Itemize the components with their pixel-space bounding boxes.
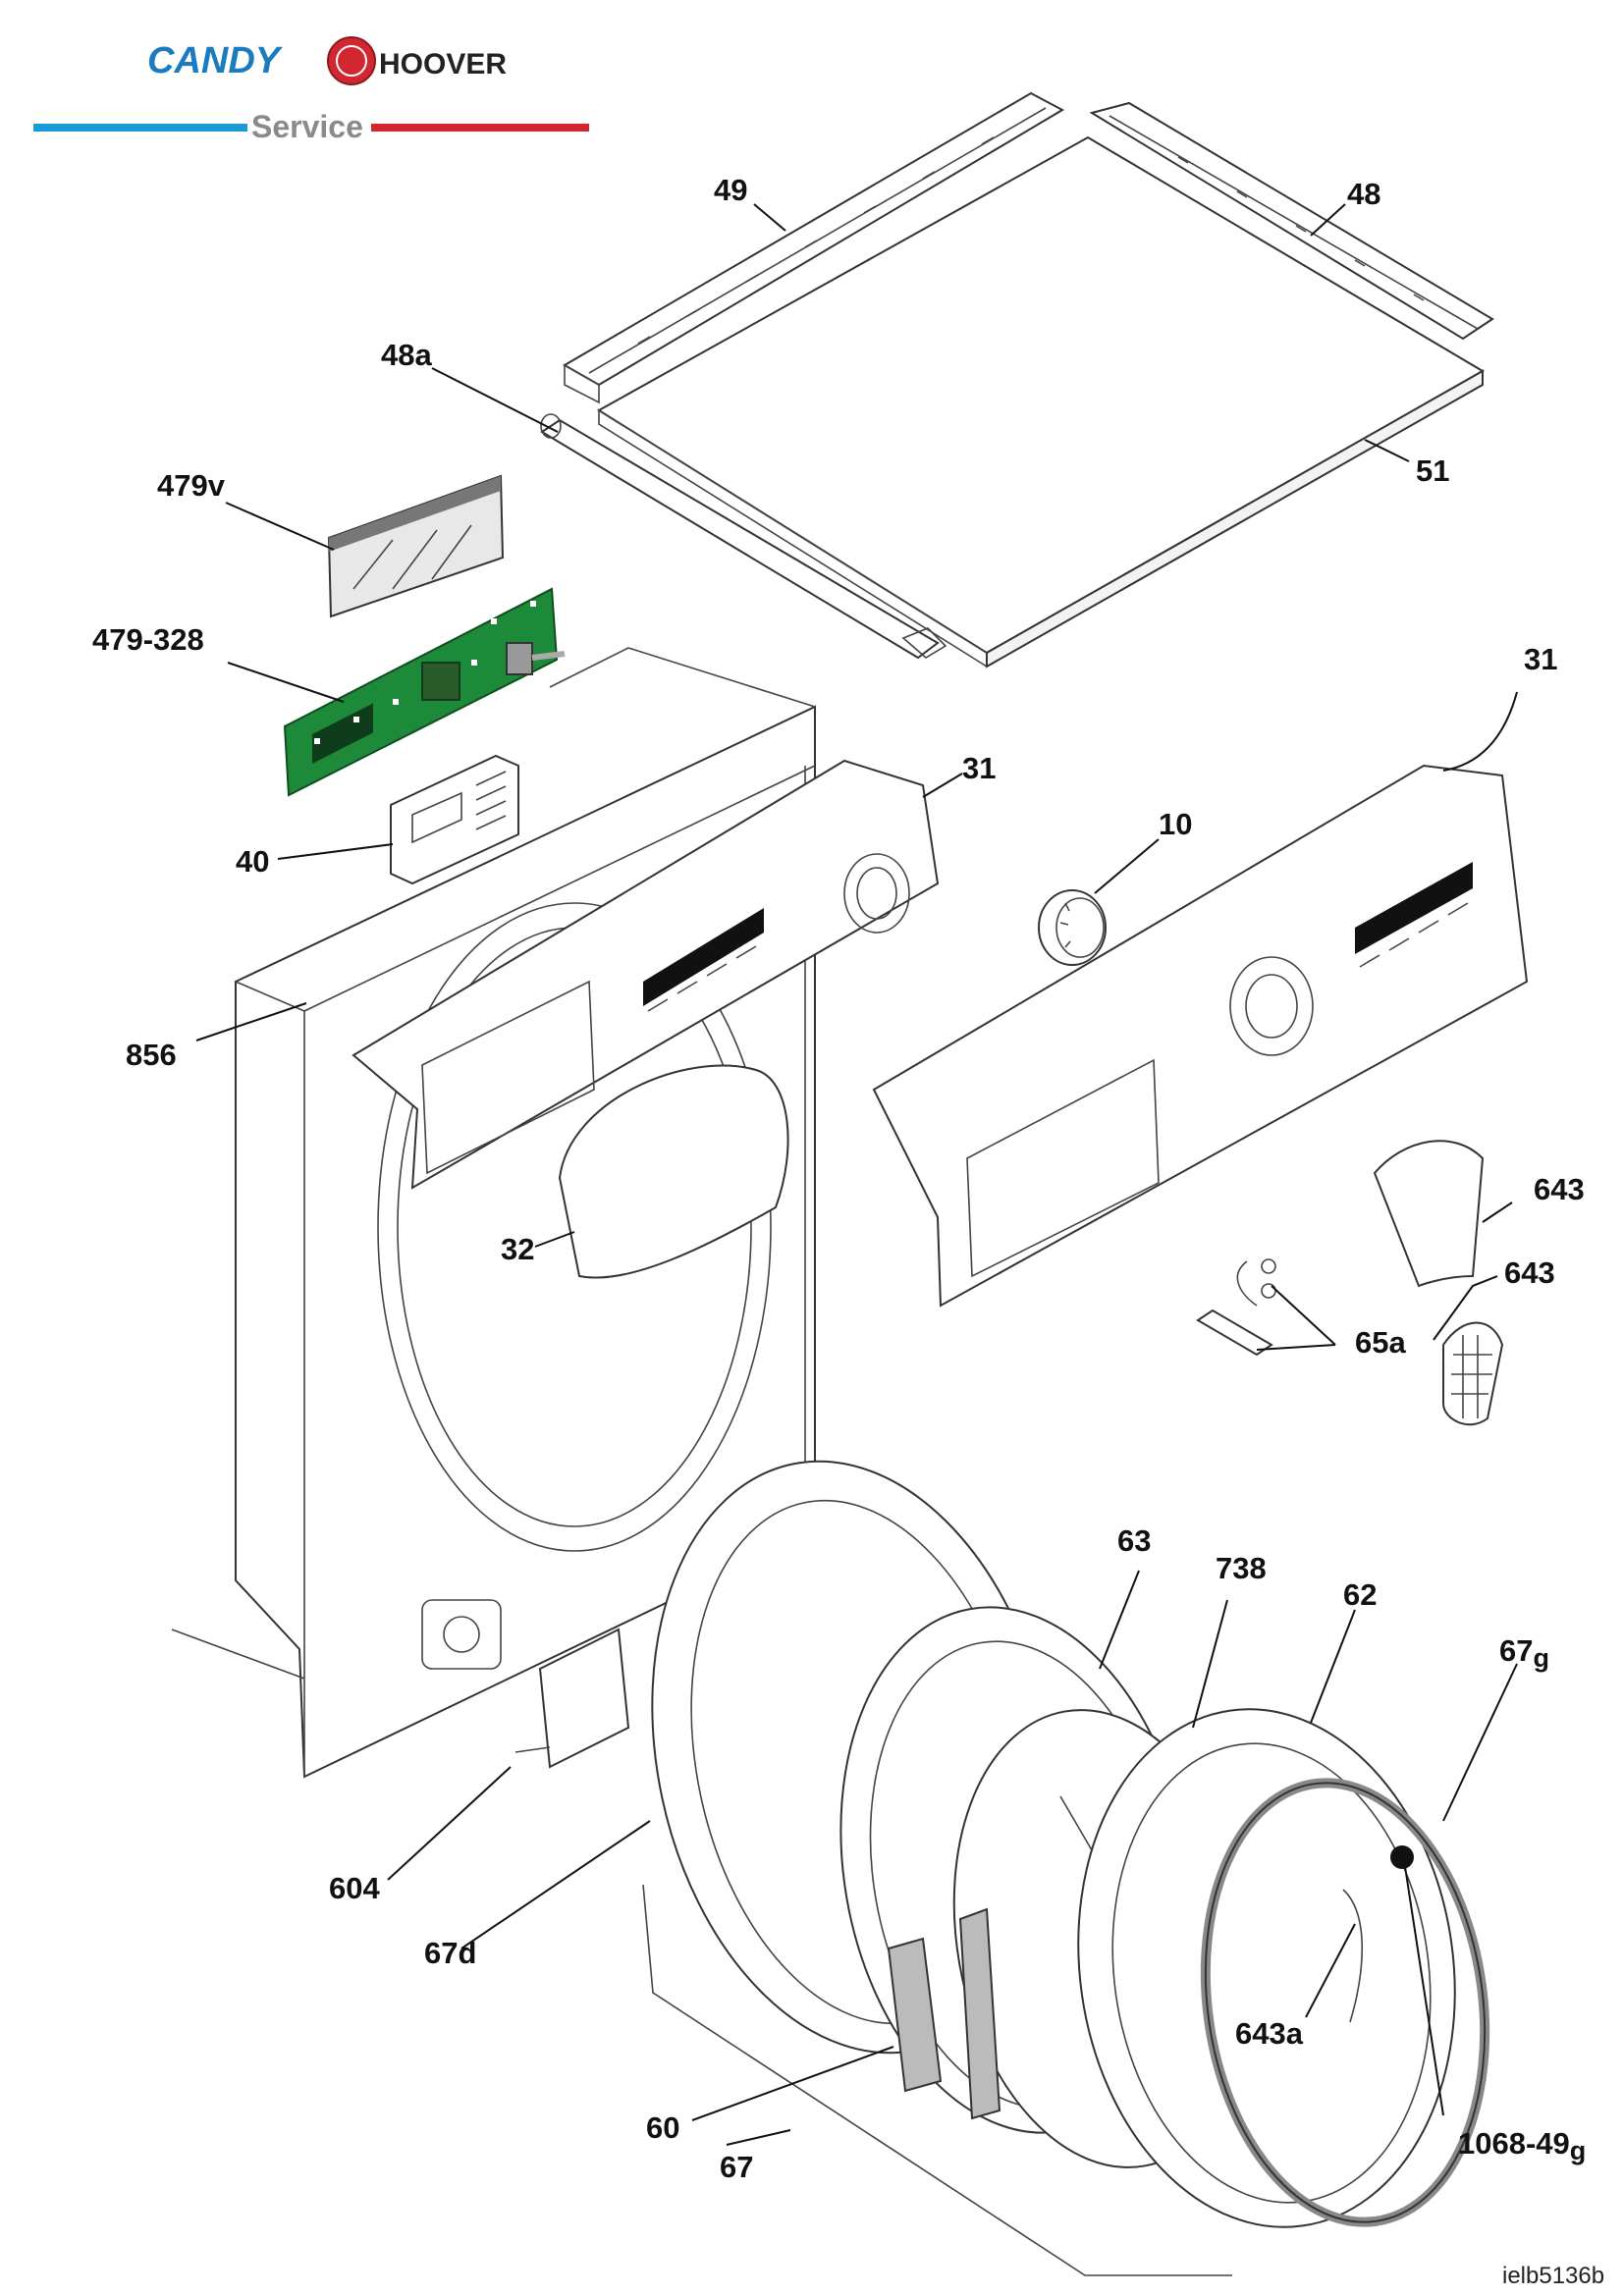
label-49: 49 bbox=[714, 173, 747, 207]
part-handle-643 bbox=[1373, 1140, 1485, 1288]
part-drawer-32 bbox=[558, 1064, 789, 1279]
part-labels: 49 48 48a 51 479v 479-328 40 31 31 10 85… bbox=[92, 173, 1586, 2184]
hoover-logo-text: HOOVER bbox=[379, 48, 507, 80]
label-60: 60 bbox=[646, 2110, 679, 2145]
label-479v: 479v bbox=[157, 468, 226, 503]
part-door-seal-67g bbox=[1200, 1778, 1490, 2227]
label-67g-main: 67 bbox=[1499, 1633, 1533, 1668]
part-latch-65a bbox=[1196, 1258, 1276, 1357]
label-67d: 67d bbox=[424, 1936, 476, 1970]
part-screw-1068 bbox=[1390, 1845, 1414, 1869]
leader-lines bbox=[195, 203, 1518, 2146]
service-label: Service bbox=[251, 109, 363, 144]
part-outline-67 bbox=[642, 1884, 1232, 2276]
part-rail-48a bbox=[540, 413, 947, 660]
part-top-lid bbox=[597, 135, 1485, 668]
part-hinge-60 bbox=[887, 1907, 1001, 2120]
label-1068-49g: 1068-49g bbox=[1458, 2126, 1586, 2165]
label-32: 32 bbox=[501, 1232, 534, 1266]
part-door-ring-62 bbox=[1077, 1708, 1456, 2228]
part-479v-film bbox=[327, 474, 505, 618]
label-31-left: 31 bbox=[962, 751, 996, 785]
part-rail-48 bbox=[1089, 101, 1494, 341]
label-1068-main: 1068- bbox=[1458, 2126, 1536, 2161]
label-48: 48 bbox=[1347, 177, 1380, 211]
label-63: 63 bbox=[1117, 1523, 1151, 1558]
candy-logo: CANDY bbox=[147, 40, 284, 81]
drawing-reference: ielb5136b bbox=[1502, 2263, 1604, 2289]
service-bar-blue bbox=[33, 124, 247, 132]
label-51: 51 bbox=[1416, 454, 1449, 488]
label-738: 738 bbox=[1216, 1551, 1267, 1585]
label-1068-49: 49 bbox=[1536, 2126, 1569, 2161]
label-643-handle: 643 bbox=[1534, 1172, 1585, 1206]
part-knob-10 bbox=[1038, 889, 1107, 966]
part-grille-643 bbox=[1442, 1321, 1504, 1426]
label-48a: 48a bbox=[381, 338, 432, 372]
label-67g: 67g bbox=[1499, 1633, 1549, 1673]
hoover-circle-logo-icon bbox=[327, 36, 376, 85]
service-bar-red bbox=[371, 124, 589, 132]
label-40: 40 bbox=[236, 844, 269, 879]
label-31-right: 31 bbox=[1524, 642, 1557, 676]
label-67: 67 bbox=[720, 2150, 753, 2184]
label-479-328: 479-328 bbox=[92, 622, 204, 657]
part-spring-643a bbox=[1342, 1889, 1364, 2023]
label-67g-sub: g bbox=[1533, 1643, 1549, 1673]
label-10: 10 bbox=[1159, 807, 1192, 841]
label-65a: 65a bbox=[1355, 1325, 1406, 1360]
label-604: 604 bbox=[329, 1871, 380, 1905]
label-643-grille: 643 bbox=[1504, 1255, 1555, 1290]
part-40-display bbox=[390, 754, 519, 885]
label-643a: 643a bbox=[1235, 2016, 1304, 2051]
label-1068-sub: g bbox=[1570, 2136, 1587, 2165]
part-flap-604 bbox=[514, 1628, 630, 1769]
part-control-panel-left bbox=[352, 759, 940, 1190]
part-control-panel-right bbox=[872, 764, 1529, 1308]
label-62: 62 bbox=[1343, 1577, 1377, 1612]
part-479-328-pcb bbox=[283, 587, 566, 797]
part-rail-49 bbox=[562, 91, 1065, 404]
brand-header: CANDY HOOVER Service bbox=[33, 36, 589, 144]
label-856: 856 bbox=[126, 1038, 177, 1072]
